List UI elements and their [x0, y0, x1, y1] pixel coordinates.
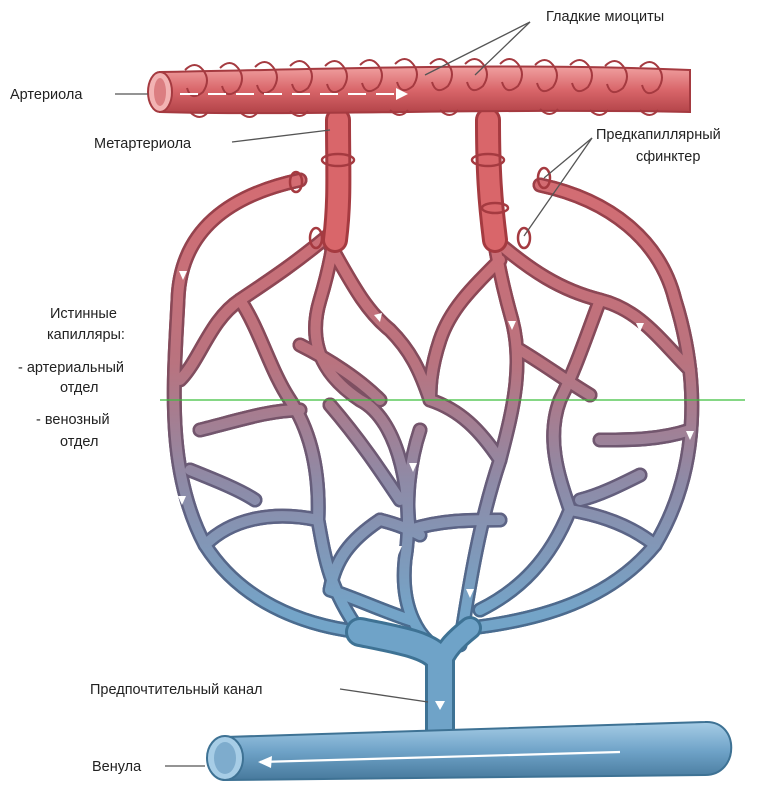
metarteriole-trunks	[335, 120, 495, 240]
arterial-section-label-1: - артериальный	[18, 360, 124, 376]
flow-arrow-icon	[301, 359, 309, 368]
arteriole	[148, 59, 690, 117]
precapillary-sphincter-label-1: Предкапиллярный	[596, 127, 721, 143]
venule	[207, 722, 731, 780]
venule-label: Венула	[92, 759, 142, 775]
arterial-section-label-2: отдел	[60, 380, 98, 396]
smooth-myocytes-label: Гладкие миоциты	[546, 9, 664, 25]
venous-section-label-2: отдел	[60, 434, 98, 450]
flow-arrow-icon	[323, 600, 330, 610]
true-capillaries-label-2: капилляры:	[47, 327, 125, 343]
true-capillaries-label-1: Истинные	[50, 306, 117, 322]
precapillary-sphincter-label-2: сфинктер	[636, 149, 700, 165]
preferred-channel	[360, 628, 470, 735]
preferred-channel-label: Предпочтительный канал	[90, 682, 262, 698]
venous-section-label-1: - венозный	[36, 412, 110, 428]
flow-arrow-icon	[516, 489, 524, 498]
flow-arrow-icon	[612, 545, 620, 555]
arteriole-label: Артериола	[10, 87, 83, 103]
flow-arrow-icon	[532, 536, 540, 545]
metarteriole-label: Метартериола	[94, 136, 192, 152]
